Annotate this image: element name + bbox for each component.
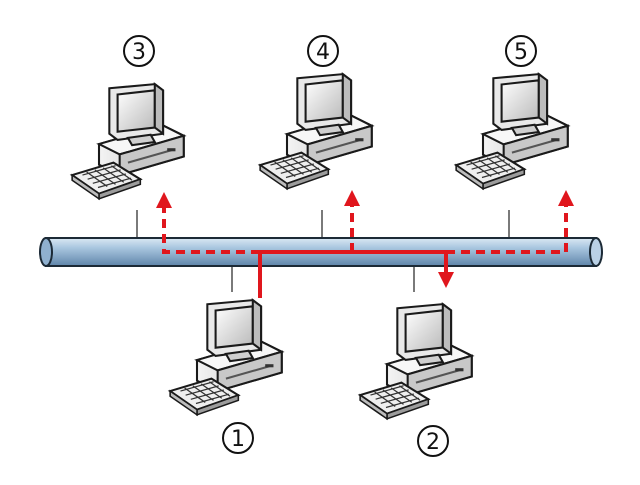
computer-3 (71, 83, 185, 200)
label-pc-3-text: 3 (132, 40, 146, 65)
label-pc-3: 3 (123, 35, 155, 67)
signal-dashed-to-pc-5 (446, 190, 574, 254)
signal-dashed-to-pc-3 (156, 192, 260, 254)
signal-paths (156, 190, 574, 298)
label-pc-4: 4 (307, 35, 339, 67)
bus-cable-right-end (589, 237, 603, 267)
label-pc-2: 2 (417, 425, 449, 457)
label-pc-1: 1 (222, 422, 254, 454)
computer-1 (169, 299, 283, 416)
computer-2 (359, 303, 473, 420)
computer-5 (455, 73, 569, 190)
desktop-computer-icon (169, 299, 283, 416)
desktop-computer-icon (71, 83, 185, 200)
drop-lines (136, 210, 510, 292)
label-pc-5: 5 (505, 35, 537, 67)
desktop-computer-icon (259, 73, 373, 190)
label-pc-2-text: 2 (426, 430, 440, 455)
label-pc-1-text: 1 (231, 427, 245, 452)
label-pc-5-text: 5 (514, 40, 528, 65)
computer-4 (259, 73, 373, 190)
bus-cable-left-end (39, 237, 53, 267)
desktop-computer-icon (359, 303, 473, 420)
desktop-computer-icon (455, 73, 569, 190)
label-pc-4-text: 4 (316, 40, 330, 65)
